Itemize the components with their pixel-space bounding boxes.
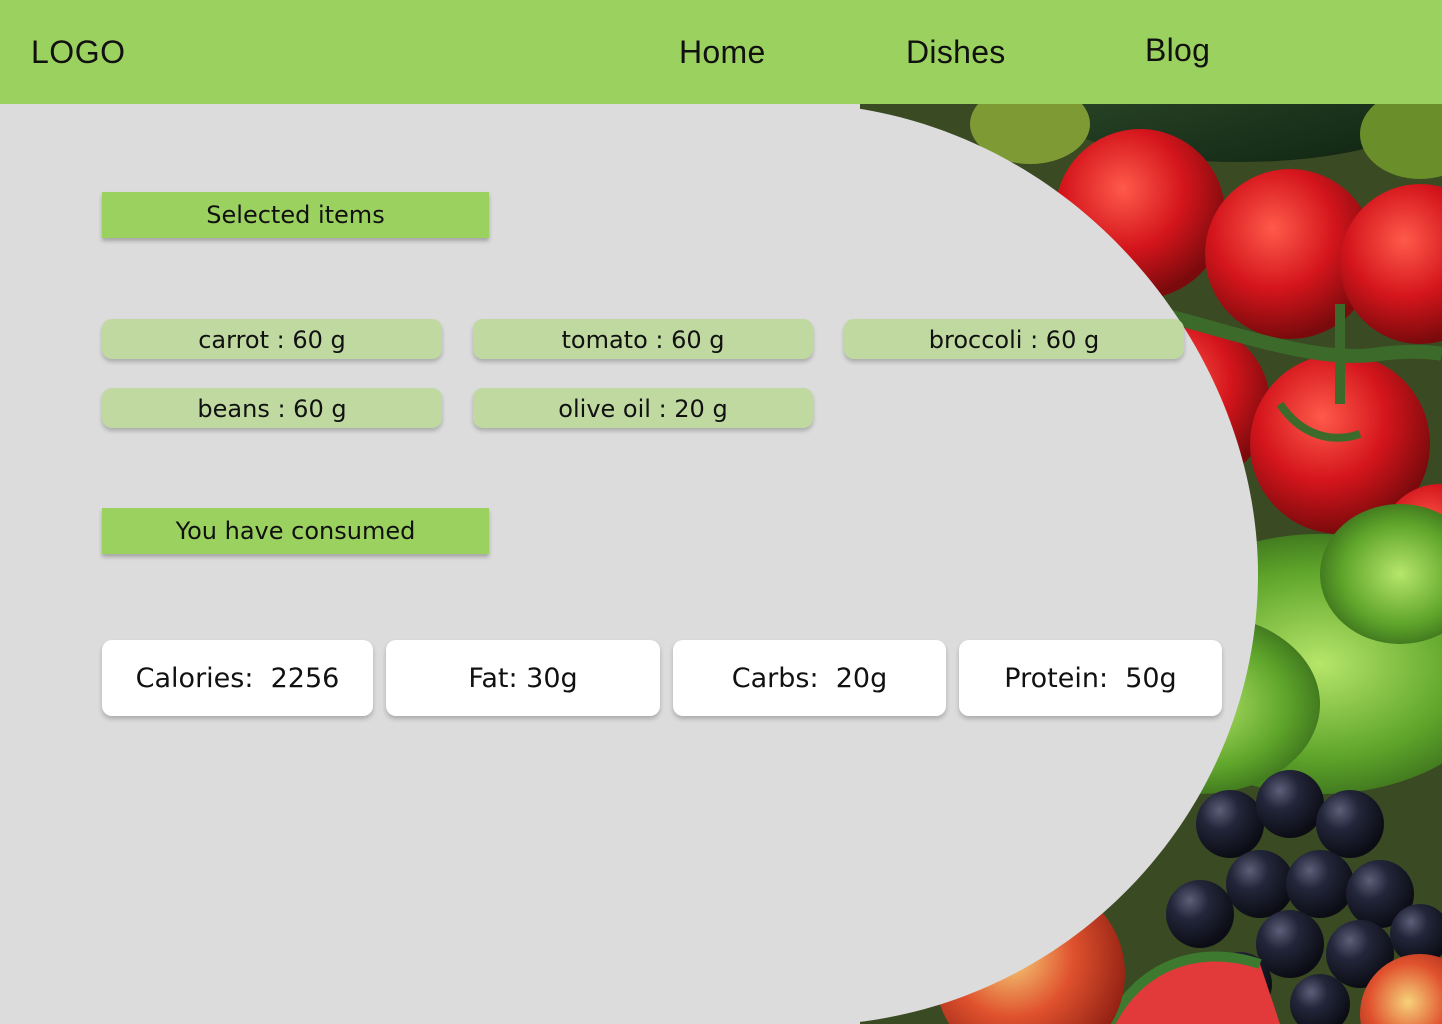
logo[interactable]: LOGO	[31, 34, 126, 70]
nav-blog-link[interactable]: Blog	[1145, 32, 1211, 68]
calories-card: Calories: 2256	[102, 640, 373, 716]
item-chip[interactable]: olive oil : 20 g	[473, 388, 813, 428]
protein-card: Protein: 50g	[959, 640, 1222, 716]
fat-card: Fat: 30g	[386, 640, 660, 716]
nav-home-link[interactable]: Home	[679, 34, 766, 70]
carbs-card: Carbs: 20g	[673, 640, 946, 716]
item-chip[interactable]: carrot : 60 g	[102, 319, 442, 359]
item-chip[interactable]: tomato : 60 g	[473, 319, 813, 359]
nav-dishes-link[interactable]: Dishes	[906, 34, 1006, 70]
item-chip[interactable]: beans : 60 g	[102, 388, 442, 428]
item-chip[interactable]: broccoli : 60 g	[844, 319, 1184, 359]
selected-items-heading: Selected items	[102, 192, 489, 238]
consumed-heading: You have consumed	[102, 508, 489, 554]
top-navbar: LOGO Home Dishes Blog	[0, 0, 1442, 104]
